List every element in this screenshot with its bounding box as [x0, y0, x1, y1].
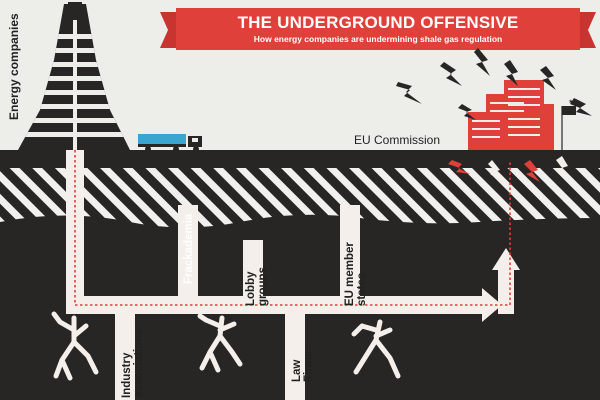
up-arrow-icon — [492, 248, 520, 270]
lightning-icon — [396, 48, 592, 120]
lightning-icon — [448, 156, 570, 182]
horizontal-channel — [74, 296, 484, 314]
shaft-eu-member-states — [340, 205, 360, 312]
label-lobby-groups: Lobby groups — [245, 267, 269, 306]
shaft-lobby-groups — [243, 240, 263, 312]
fracture-icon — [197, 313, 243, 373]
label-line: states — [356, 272, 368, 306]
shaft-law-firms — [285, 312, 305, 400]
label-line: associations — [133, 328, 145, 398]
label-eu-commission: EU Commission — [354, 133, 441, 147]
label-frackademia: Frackademia — [183, 214, 195, 284]
label-line: Firms — [303, 350, 315, 382]
rising-shaft — [498, 268, 514, 314]
label-eu-member-states: EU member states — [344, 242, 368, 306]
label-industry-associations: Industry associations — [121, 328, 145, 398]
title-banner — [160, 8, 596, 50]
label-energy-companies: Energy companies — [7, 13, 21, 120]
fracture-icon — [351, 319, 401, 379]
banner-text: THE UNDERGROUND OFFENSIVE How energy com… — [178, 10, 578, 52]
tanker-truck-icon — [138, 134, 202, 152]
fracture-icon — [51, 311, 99, 381]
label-line: Industry — [121, 352, 133, 398]
shale-layer — [0, 168, 600, 228]
label-line: Law — [291, 359, 303, 382]
building-icon: ✶✶ — [468, 80, 580, 150]
label-line: Frackademia — [183, 213, 195, 284]
shaft-industry-associations — [115, 312, 135, 400]
shaft-frackademia — [178, 205, 198, 312]
label-law-firms: Law Firms — [291, 351, 315, 382]
label-line: Lobby — [245, 271, 257, 307]
label-line: groups — [257, 267, 269, 306]
shafts — [115, 205, 360, 400]
label-line: EU member — [344, 242, 356, 306]
drilling-rig-icon — [18, 2, 130, 150]
banner-subtitle: How energy companies are undermining sha… — [253, 34, 503, 44]
banner-title: THE UNDERGROUND OFFENSIVE — [237, 13, 519, 32]
influence-path — [74, 150, 511, 306]
